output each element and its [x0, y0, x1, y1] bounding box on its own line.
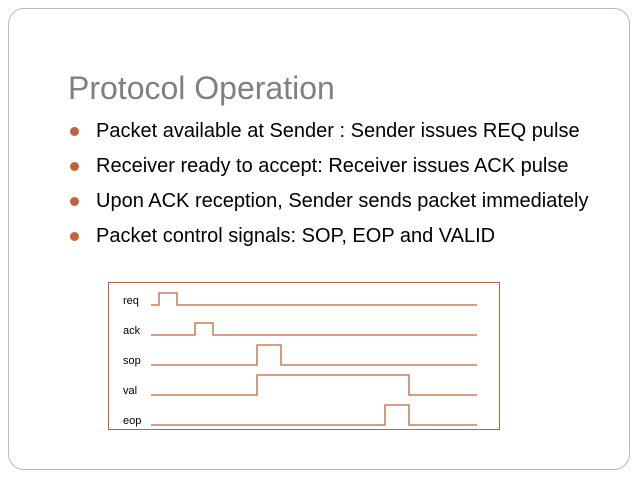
waveform-eop: [151, 404, 477, 426]
bullet-dot-icon: [70, 127, 79, 136]
list-item-text: Packet available at Sender : Sender issu…: [96, 120, 580, 142]
page-title: Protocol Operation: [68, 70, 335, 107]
bullet-list: Packet available at Sender : Sender issu…: [66, 118, 606, 258]
timing-waveforms: [151, 292, 477, 426]
timing-diagram: req ack sop val eop: [108, 282, 500, 430]
signal-label-ack: ack: [123, 325, 141, 337]
waveform-val: [151, 374, 477, 396]
list-item-text: Packet control signals: SOP, EOP and VAL…: [96, 225, 496, 247]
list-item: Upon ACK reception, Sender sends packet …: [66, 188, 606, 215]
waveform-sop: [151, 344, 477, 366]
signal-label-val: val: [123, 385, 138, 397]
bullet-dot-icon: [70, 232, 79, 241]
signal-label-eop: eop: [123, 415, 142, 427]
list-item-text: Receiver ready to accept: Receiver issue…: [96, 155, 569, 177]
bullet-dot-icon: [70, 197, 79, 206]
list-item: Packet control signals: SOP, EOP and VAL…: [66, 223, 606, 250]
waveform-ack: [151, 322, 477, 336]
signal-label-req: req: [123, 295, 139, 307]
signal-label-sop: sop: [123, 355, 141, 367]
waveform-req: [151, 292, 477, 306]
bullet-dot-icon: [70, 162, 79, 171]
list-item: Packet available at Sender : Sender issu…: [66, 118, 606, 145]
list-item: Receiver ready to accept: Receiver issue…: [66, 153, 606, 180]
list-item-text: Upon ACK reception, Sender sends packet …: [96, 190, 589, 212]
